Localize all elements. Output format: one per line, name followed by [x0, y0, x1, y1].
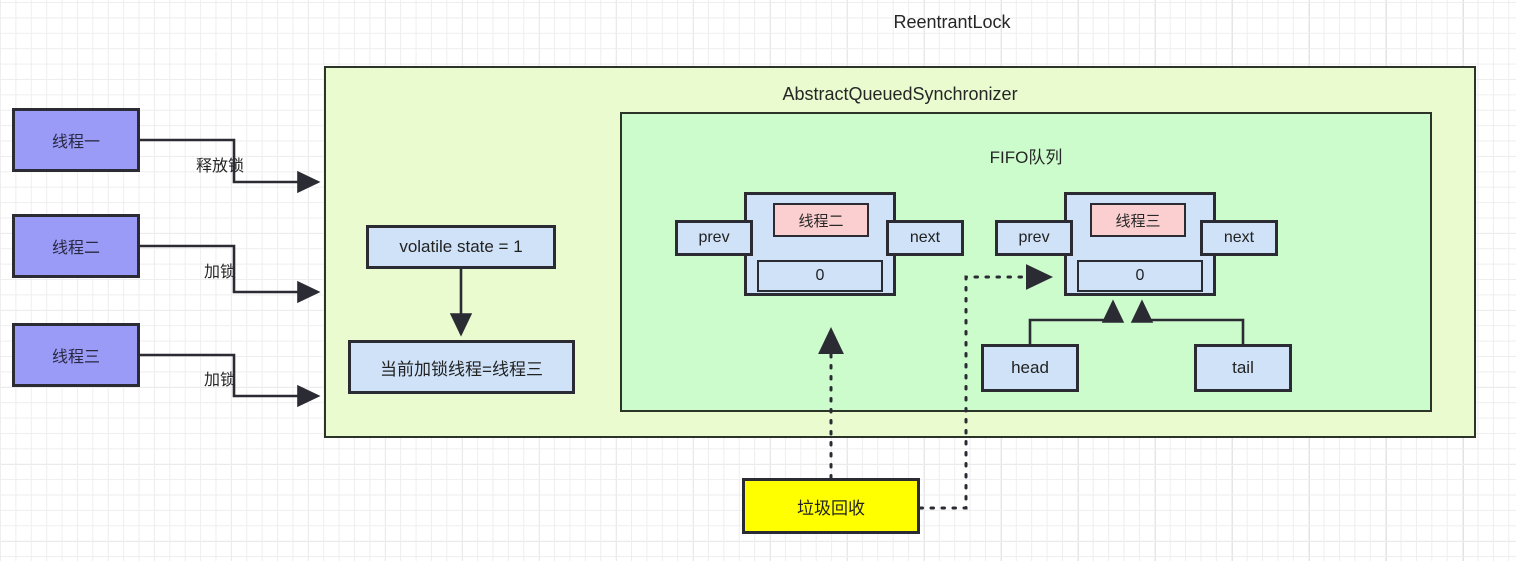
tail-pointer-box[interactable]: tail: [1194, 344, 1292, 392]
aqs-title: AbstractQueuedSynchronizer: [782, 83, 1018, 104]
thread-box-1[interactable]: 线程一: [12, 108, 140, 172]
volatile-state-box[interactable]: volatile state = 1: [366, 225, 556, 269]
thread-box-2[interactable]: 线程二: [12, 214, 140, 278]
queue-node-1-next-pointer[interactable]: next: [886, 220, 964, 256]
fifo-queue-title: FIFO队列: [989, 147, 1063, 167]
queue-node-2-prev-pointer[interactable]: prev: [995, 220, 1073, 256]
queue-node-2-waitstatus: 0: [1077, 260, 1203, 292]
queue-node-1-prev-pointer[interactable]: prev: [675, 220, 753, 256]
edge-label-lock-thread-3: 加锁: [204, 372, 237, 389]
head-pointer-box[interactable]: head: [981, 344, 1079, 392]
queue-node-2-next-pointer[interactable]: next: [1200, 220, 1278, 256]
queue-node-1-waitstatus: 0: [757, 260, 883, 292]
edge-label-lock-thread-2: 加锁: [204, 264, 237, 281]
edge-label-release-lock: 释放锁: [196, 158, 245, 175]
garbage-collection-box[interactable]: 垃圾回收: [742, 478, 920, 534]
queue-node-2-thread: 线程三: [1090, 203, 1186, 237]
current-lock-owner-box[interactable]: 当前加锁线程=线程三: [348, 340, 575, 394]
thread-box-3[interactable]: 线程三: [12, 323, 140, 387]
queue-node-1-thread: 线程二: [773, 203, 869, 237]
reentrant-lock-title: ReentrantLock: [893, 11, 1011, 32]
